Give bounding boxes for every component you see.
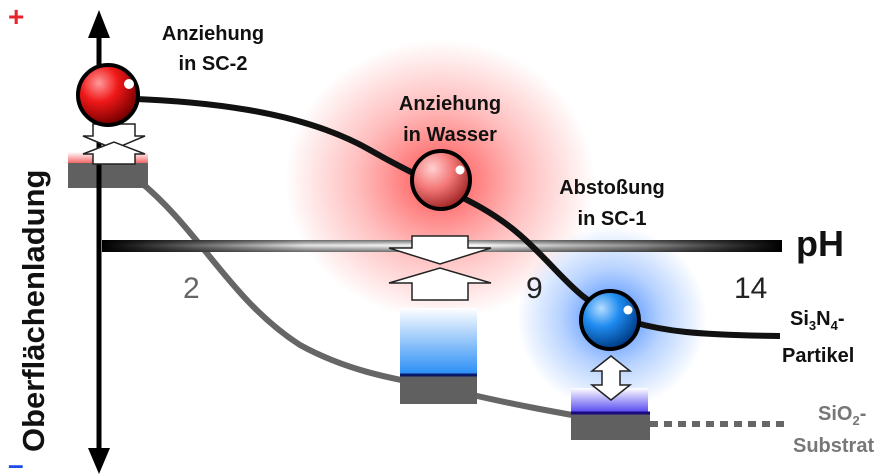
particle-sc1 xyxy=(579,289,641,351)
sc1-label-line2: in SC-1 xyxy=(578,208,647,230)
attraction-arrows-sc2 xyxy=(82,123,146,165)
sc1-label-line1: Abstoßung xyxy=(559,177,665,199)
particle-water xyxy=(410,149,472,211)
minus-sign: – xyxy=(8,449,24,476)
tick-14: 14 xyxy=(734,272,767,305)
substrate-block-sc1 xyxy=(571,412,650,440)
tick-2: 2 xyxy=(183,272,200,305)
water-layer xyxy=(400,308,477,374)
repulsion-arrow-sc1 xyxy=(589,355,633,401)
substrate-curve-label-line2: Substrat xyxy=(793,435,874,457)
attraction-arrows-water xyxy=(388,235,492,301)
axis-arrow-down-icon xyxy=(88,448,110,474)
substrate-curve xyxy=(135,177,603,423)
plus-sign: + xyxy=(8,1,24,32)
axis-arrow-up-icon xyxy=(88,10,110,38)
substrate-block-water xyxy=(400,374,477,404)
particle-sc2 xyxy=(76,63,140,127)
tick-9: 9 xyxy=(526,272,543,305)
y-axis-label: Oberflächenladung xyxy=(16,170,51,452)
sc2-label-line2: in SC-2 xyxy=(179,53,248,75)
particle-curve-label-line2: Partikel xyxy=(782,345,854,367)
particle-curve-label: Si3N4- xyxy=(790,308,845,333)
substrate-curve-label: SiO2- xyxy=(818,403,866,428)
water-label-line1: Anziehung xyxy=(399,93,501,115)
x-axis-label: pH xyxy=(796,223,844,264)
water-label-line2: in Wasser xyxy=(403,124,497,146)
substrate-block-sc2 xyxy=(68,163,148,188)
particle-curve xyxy=(105,95,781,339)
sc2-label-line1: Anziehung xyxy=(162,23,264,45)
